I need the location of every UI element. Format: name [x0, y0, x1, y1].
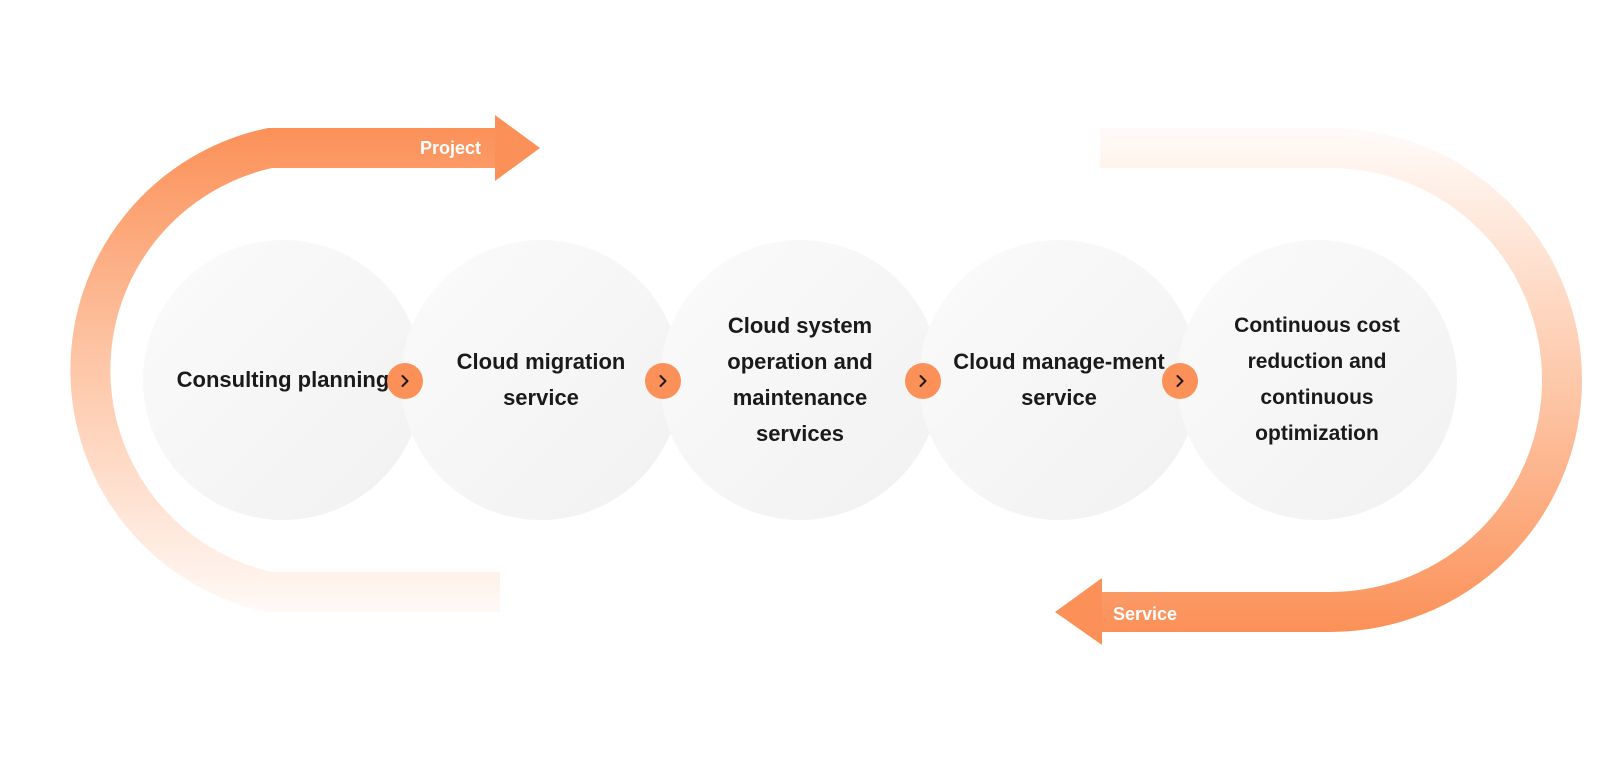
step-cloud-migration: Cloud migration service	[401, 240, 681, 520]
step-cost-optimization: Continuous cost reduction and continuous…	[1177, 240, 1457, 520]
step-cloud-management: Cloud manage-ment service	[919, 240, 1199, 520]
service-arrowhead	[1055, 578, 1102, 645]
connector-1	[387, 363, 423, 399]
chevron-right-icon	[659, 375, 667, 387]
chevron-right-icon	[401, 375, 409, 387]
project-arrowhead	[495, 115, 540, 181]
connector-2	[645, 363, 681, 399]
connector-3	[905, 363, 941, 399]
step-label: Cloud manage-ment service	[953, 349, 1165, 410]
chevron-right-icon	[1176, 375, 1184, 387]
step-label: Consulting planning	[176, 367, 390, 392]
service-loop-arrow	[1100, 128, 1582, 632]
service-label: Service	[1113, 604, 1177, 624]
step-label: Cloud system operation and maintenance s…	[727, 313, 873, 446]
connector-4	[1162, 363, 1198, 399]
step-label: Cloud migration service	[456, 349, 626, 410]
project-label: Project	[420, 138, 481, 158]
chevron-right-icon	[919, 375, 927, 387]
step-cloud-operation-maintenance: Cloud system operation and maintenance s…	[660, 240, 940, 520]
step-consulting-planning: Consulting planning	[143, 240, 423, 520]
project-loop-arrow	[70, 128, 500, 612]
step-label: Continuous cost reduction and continuous…	[1234, 314, 1400, 445]
